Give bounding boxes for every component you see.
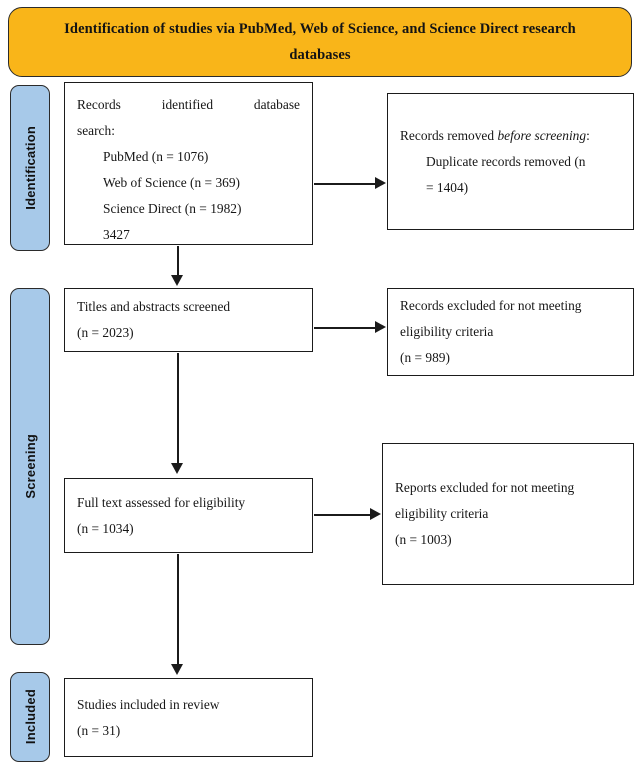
titles-screened-label: Titles and abstracts screened (77, 299, 231, 314)
connector-fulltext-to-included-line (177, 554, 179, 666)
connector-fulltext-to-included-arrow (171, 664, 183, 675)
studies-included-count: (n = 31) (77, 722, 121, 738)
records-removed-duplicates: Duplicate records removed (n (426, 153, 586, 169)
records-identified-science-direct: Science Direct (n = 1982) (103, 201, 242, 216)
header-banner: Identification of studies via PubMed, We… (8, 7, 632, 77)
records-identified-heading-word2: identified (161, 97, 214, 112)
connector-screened-to-fulltext-line (177, 353, 179, 465)
records-removed-duplicates-count: = 1404) (426, 179, 469, 195)
box-fulltext-assessed: Full text assessed for eligibility (n = … (64, 478, 313, 553)
records-removed-heading: Records removed before screening: (400, 123, 590, 149)
connector-identified-to-removed-arrow (375, 177, 386, 189)
records-excluded-label: Records excluded for not meeting (400, 298, 582, 313)
connector-screened-to-fulltext-arrow (171, 463, 183, 474)
records-identified-heading-word1: Records (77, 97, 121, 112)
records-removed-heading-colon: : (586, 127, 590, 143)
records-identified-heading: Records identified database (77, 92, 300, 118)
box-reports-excluded: Reports excluded for not meeting eligibi… (382, 443, 634, 585)
records-identified-total: 3427 (103, 227, 130, 242)
reports-excluded-count: (n = 1003) (395, 532, 452, 547)
records-identified-heading-cont: search: (77, 123, 115, 138)
reports-excluded-label: Reports excluded for not meeting (395, 480, 575, 495)
box-records-excluded: Records excluded for not meeting eligibi… (387, 288, 634, 376)
box-records-removed: Records removed before screening: Duplic… (387, 93, 634, 230)
connector-identified-to-screened-line (177, 246, 179, 277)
box-studies-included-in-review: Studies included in review (n = 31) (64, 678, 313, 757)
connector-fulltext-to-reports-excluded-line (314, 514, 371, 516)
connector-fulltext-to-reports-excluded-arrow (370, 508, 381, 520)
box-titles-abstracts-screened: Titles and abstracts screened (n = 2023) (64, 288, 313, 352)
stage-label-identification-text: Identification (22, 126, 38, 210)
titles-screened-count: (n = 2023) (77, 325, 134, 340)
stage-label-included: Included (10, 672, 50, 762)
connector-screened-to-excluded-line (314, 327, 376, 329)
connector-screened-to-excluded-arrow (375, 321, 386, 333)
page-title: Identification of studies via PubMed, We… (64, 21, 576, 63)
stage-label-screening-text: Screening (22, 434, 38, 499)
fulltext-assessed-label: Full text assessed for eligibility (77, 494, 246, 510)
connector-identified-to-removed-line (314, 183, 376, 185)
records-removed-heading-italic: before screening (497, 127, 587, 143)
records-excluded-count: (n = 989) (400, 350, 450, 365)
records-removed-heading-plain: Records removed (400, 127, 498, 143)
records-identified-web-of-science: Web of Science (n = 369) (103, 175, 240, 190)
records-excluded-criteria: eligibility criteria (400, 324, 494, 339)
stage-label-identification: Identification (10, 85, 50, 251)
stage-label-screening: Screening (10, 288, 50, 645)
stage-label-included-text: Included (22, 689, 38, 745)
fulltext-assessed-count: (n = 1034) (77, 520, 134, 536)
connector-identified-to-screened-arrow (171, 275, 183, 286)
box-records-identified: Records identified database search: PubM… (64, 82, 313, 245)
studies-included-label: Studies included in review (77, 696, 220, 712)
records-identified-pubmed: PubMed (n = 1076) (103, 149, 209, 164)
reports-excluded-criteria: eligibility criteria (395, 506, 489, 521)
records-identified-heading-word3: database (253, 97, 300, 112)
